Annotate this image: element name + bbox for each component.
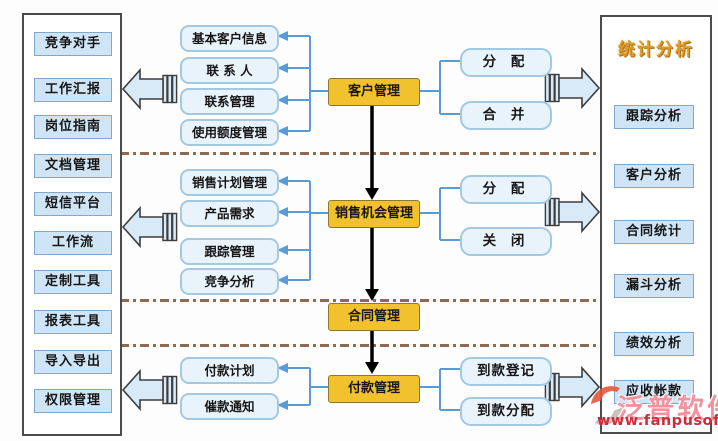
- module-sales-opportunity-mgmt: 销售机会管理: [328, 200, 420, 228]
- tool-item-workflow: 工作流: [34, 231, 112, 255]
- action-allocate-customer: 分 配: [460, 48, 552, 77]
- module-customer-mgmt: 客户管理: [328, 78, 420, 106]
- tool-item-sms-platform: 短信平台: [34, 192, 112, 216]
- feature-competition-analysis: 竞争分析: [180, 268, 279, 295]
- tool-item-document-mgmt: 文档管理: [34, 154, 112, 178]
- feature-payment-plan: 付款计划: [180, 357, 279, 384]
- feature-product-demand: 产品需求: [180, 200, 279, 227]
- feature-usage-quota-mgmt: 使用额度管理: [180, 119, 279, 146]
- action-payment-register: 到款登记: [460, 357, 552, 386]
- action-allocate-opportunity: 分 配: [460, 175, 552, 204]
- right-block-arrow-2: [544, 192, 600, 232]
- tool-item-work-report: 工作汇报: [34, 78, 112, 102]
- left-block-arrow-2: [122, 207, 178, 247]
- feature-contacts: 联 系 人: [180, 57, 279, 84]
- stats-item-tracking-analysis: 跟踪分析: [614, 105, 694, 129]
- stats-item-performance-analysis: 绩效分析: [614, 332, 694, 356]
- right-block-arrow-1: [544, 68, 600, 108]
- stats-item-receivables: 应收帐款: [614, 380, 694, 404]
- fanpu-logo-icon: [591, 386, 624, 425]
- module-payment-mgmt: 付款管理: [328, 375, 420, 403]
- action-close-opportunity: 关 闭: [460, 227, 552, 256]
- blue-connectors: [286, 35, 460, 411]
- module-contract-mgmt: 合同管理: [328, 303, 420, 331]
- tool-item-permission-mgmt: 权限管理: [34, 389, 112, 413]
- feature-sales-plan-mgmt: 销售计划管理: [180, 169, 279, 196]
- left-tools-panel: 竞争对手 工作汇报 岗位指南 文档管理 短信平台 工作流 定制工具 报表工具 导…: [22, 13, 122, 436]
- tool-item-import-export: 导入导出: [34, 350, 112, 374]
- stats-panel-title: 统计分析: [618, 40, 694, 60]
- stats-item-customer-analysis: 客户分析: [614, 164, 694, 188]
- action-merge-customer: 合 并: [460, 101, 552, 130]
- blue-arrowheads: [277, 31, 288, 410]
- stats-panel: 统计分析 跟踪分析 客户分析 合同统计 漏斗分析 绩效分析 应收帐款: [600, 15, 712, 434]
- watermark-url: www.fanpusoft.com: [597, 413, 718, 429]
- feature-tracking-mgmt: 跟踪管理: [180, 238, 279, 265]
- action-payment-allocate: 到款分配: [460, 397, 552, 426]
- tool-item-competitor: 竞争对手: [34, 32, 112, 56]
- feature-contact-mgmt: 联系管理: [180, 88, 279, 115]
- feature-basic-customer-info: 基本客户信息: [180, 25, 279, 52]
- left-block-arrow-1: [122, 69, 178, 109]
- stats-item-funnel-analysis: 漏斗分析: [614, 274, 694, 298]
- watermark-brand: 泛普软件: [617, 394, 718, 425]
- stats-item-contract-stats: 合同统计: [614, 220, 694, 244]
- tool-item-job-guide: 岗位指南: [34, 115, 112, 139]
- feature-collection-notice: 催款通知: [180, 393, 279, 420]
- left-block-arrow-3: [122, 370, 178, 410]
- tool-item-custom-tools: 定制工具: [34, 270, 112, 294]
- tool-item-report-tools: 报表工具: [34, 310, 112, 334]
